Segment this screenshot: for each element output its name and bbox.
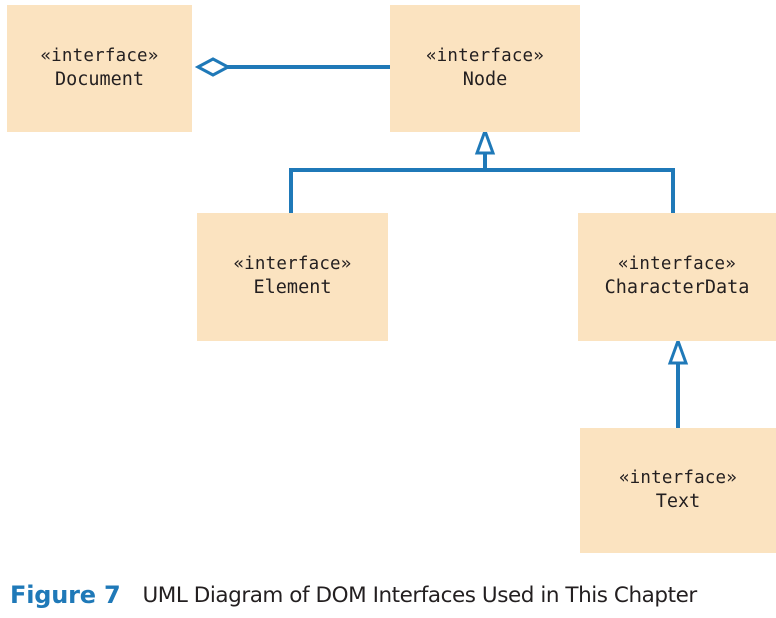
uml-stereotype-text: «interface»: [618, 467, 738, 488]
uml-stereotype-element: «interface»: [233, 254, 352, 275]
uml-classname-node: Node: [462, 68, 508, 90]
uml-class-node[interactable]: «interface» Node: [390, 5, 580, 132]
uml-classname-element: Element: [253, 277, 332, 299]
uml-stereotype-characterdata: «interface»: [617, 254, 737, 275]
figure-caption: Figure 7 UML Diagram of DOM Interfaces U…: [0, 572, 776, 618]
uml-stereotype-node: «interface»: [425, 45, 545, 66]
figure-title: UML Diagram of DOM Interfaces Used in Th…: [142, 582, 697, 608]
uml-classname-characterdata: CharacterData: [604, 277, 750, 299]
uml-class-document[interactable]: «interface» Document: [7, 5, 192, 132]
inheritance-arrowhead-icon-node: [474, 126, 496, 155]
uml-stereotype-document: «interface»: [40, 45, 159, 66]
uml-classname-text: Text: [655, 490, 701, 512]
inheritance-arrowhead-icon-characterdata: [667, 336, 689, 365]
uml-classname-document: Document: [54, 68, 145, 90]
aggregation-document-node: [194, 57, 390, 77]
uml-diagram: Node --> CharacterData --> «interf: [7, 5, 776, 553]
generalization-text-characterdata: [667, 336, 689, 428]
aggregation-diamond-icon: [194, 57, 232, 77]
generalization-subtree-node: [289, 126, 675, 213]
figure-number-label: Figure 7: [10, 581, 121, 609]
uml-class-characterdata[interactable]: «interface» CharacterData: [578, 213, 776, 341]
uml-class-element[interactable]: «interface» Element: [197, 213, 388, 341]
uml-class-text[interactable]: «interface» Text: [580, 428, 776, 553]
